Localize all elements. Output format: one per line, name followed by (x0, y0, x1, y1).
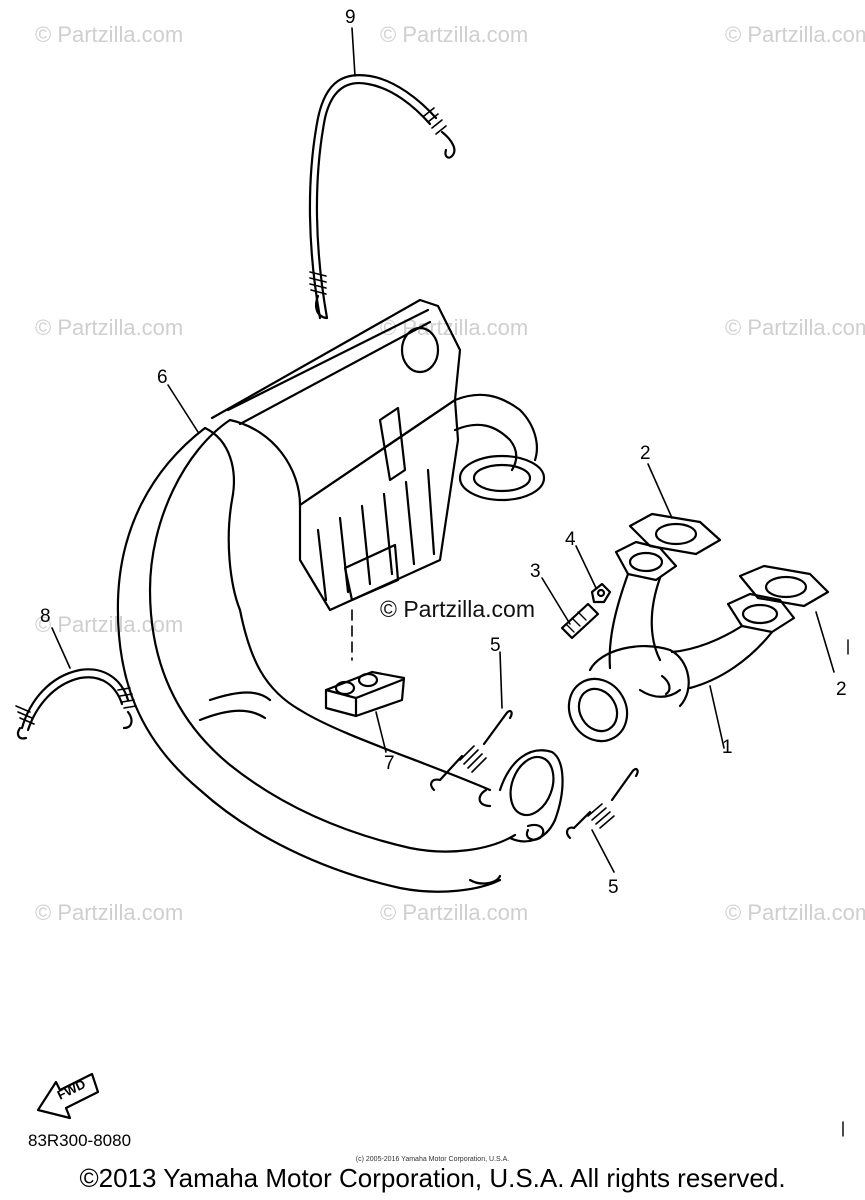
callout-2-lower: 2 (836, 679, 847, 700)
fwd-arrow-icon (36, 1072, 100, 1120)
watermark-mid-left: © Partzilla.com (35, 315, 184, 340)
callout-6: 6 (157, 367, 168, 388)
watermark-bottom-left: © Partzilla.com (35, 900, 184, 925)
callout-8: 8 (40, 606, 51, 627)
spring-coil (309, 107, 447, 295)
watermark-top-left: © Partzilla.com (35, 22, 184, 47)
watermark-mid-right: © Partzilla.com (725, 315, 865, 340)
part-3-bolt (560, 602, 600, 640)
part-1-y-pipe (567, 540, 796, 743)
part-8-hose (15, 668, 137, 740)
callout-3: 3 (530, 561, 541, 582)
watermark-bottom-right: © Partzilla.com (725, 900, 865, 925)
leader-lines (51, 27, 835, 873)
watermark-bottom-center: © Partzilla.com (380, 900, 529, 925)
watermark-top-center: © Partzilla.com (380, 22, 529, 47)
callout-9: 9 (345, 7, 356, 28)
callout-5-upper: 5 (490, 635, 501, 656)
part-code: 83R300-8080 (28, 1131, 132, 1150)
part-5-springs (430, 709, 639, 840)
watermark-low-left: © Partzilla.com (35, 612, 184, 637)
small-copyright: (c) 2005-2016 Yamaha Motor Corporation, … (355, 1156, 510, 1163)
callout-4: 4 (565, 529, 576, 550)
copyright-notice: ©2013 Yamaha Motor Corporation, U.S.A. A… (79, 1163, 786, 1193)
part-6-muffler (116, 298, 564, 893)
callout-1: 1 (722, 737, 733, 758)
part-9-hose (308, 74, 456, 320)
callout-5-lower: 5 (608, 877, 619, 898)
part-7-mount (324, 609, 406, 718)
callout-7: 7 (384, 753, 395, 774)
part-2-gaskets (628, 512, 830, 608)
callout-2-upper: 2 (640, 443, 651, 464)
watermark-top-right: © Partzilla.com (725, 22, 865, 47)
center-watermark: © Partzilla.com (380, 596, 535, 622)
part-4-nut (590, 582, 612, 604)
